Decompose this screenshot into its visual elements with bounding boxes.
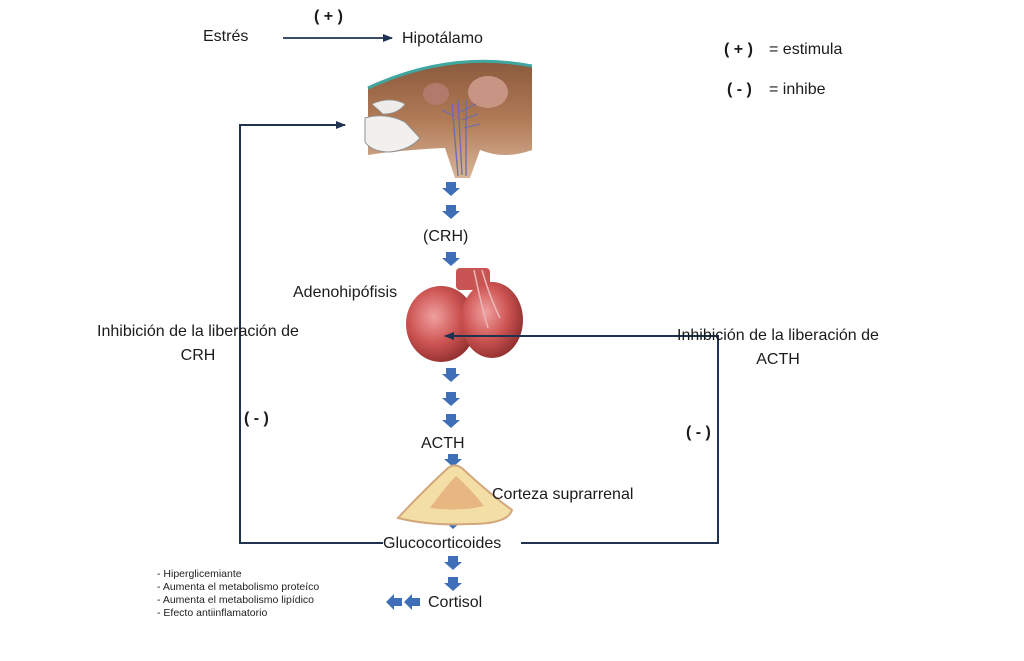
adrenal-cortex-label: Corteza suprarrenal	[492, 486, 634, 503]
right-feedback-line	[444, 332, 719, 544]
blue-arrow	[442, 205, 460, 219]
left-inhibition-line1: Inhibición de la liberación de	[97, 323, 299, 340]
effect-item: - Hiperglicemiante	[157, 568, 242, 580]
blue-arrow-left	[404, 594, 420, 610]
acth-label: ACTH	[421, 435, 465, 452]
hypothalamus-illustration	[364, 59, 533, 178]
adrenal-cortex-illustration	[396, 464, 514, 526]
hypothalamus-label: Hipotálamo	[402, 30, 483, 47]
effect-item: - Aumenta el metabolismo lipídico	[157, 594, 314, 606]
adenohypophysis-label: Adenohipófisis	[293, 284, 398, 301]
right-inhibition-sign: ( - )	[686, 424, 711, 441]
effect-item: - Efecto antiinflamatorio	[157, 607, 268, 619]
stimulus-sign: ( + )	[314, 8, 343, 25]
effect-item: - Aumenta el metabolismo proteíco	[157, 581, 320, 593]
blue-arrow	[442, 414, 460, 428]
blue-arrow	[444, 556, 462, 570]
legend-inhibits-text: = inhibe	[769, 81, 826, 98]
crh-label: (CRH)	[423, 228, 469, 245]
cortisol-effects-list: - Hiperglicemiante - Aumenta el metaboli…	[157, 568, 319, 620]
blue-arrow	[444, 577, 462, 591]
blue-arrow	[442, 368, 460, 382]
blue-arrow-left	[386, 594, 402, 610]
left-inhibition-text: Inhibición de la liberación de CRH	[76, 320, 320, 368]
blue-arrow	[442, 182, 460, 196]
right-inhibition-text: Inhibición de la liberación de ACTH	[656, 324, 900, 372]
left-inhibition-sign: ( - )	[244, 410, 269, 427]
left-feedback-line	[239, 121, 383, 544]
legend-minus-sign: ( - )	[727, 81, 752, 98]
glucocorticoids-label: Glucocorticoides	[383, 535, 502, 552]
adenohypophysis-illustration	[406, 268, 523, 362]
stress-label: Estrés	[203, 28, 249, 45]
cortisol-label: Cortisol	[428, 594, 483, 611]
blue-arrow	[442, 392, 460, 406]
left-inhibition-line2: CRH	[180, 347, 216, 364]
legend-stimulates-text: = estimula	[769, 41, 843, 58]
blue-arrow	[442, 252, 460, 266]
legend-plus-sign: ( + )	[724, 41, 753, 58]
right-inhibition-line1: Inhibición de la liberación de	[677, 327, 879, 344]
blue-arrow	[444, 454, 462, 467]
right-inhibition-line2: ACTH	[756, 351, 800, 368]
